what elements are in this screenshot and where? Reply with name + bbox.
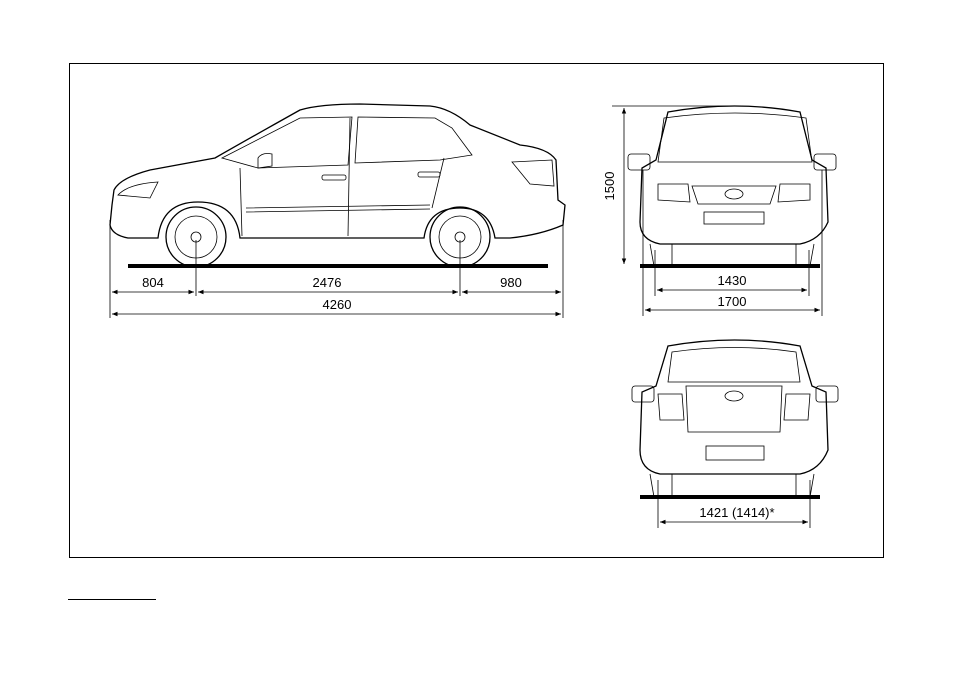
wheelbase-label: 2476 bbox=[313, 275, 342, 290]
rear-right-lamp bbox=[784, 394, 810, 420]
rear-dimensions: 1421 (1414)* bbox=[658, 480, 810, 528]
left-mirror bbox=[628, 154, 650, 170]
rear-overhang-label: 980 bbox=[500, 275, 522, 290]
rear-left-lamp bbox=[658, 394, 684, 420]
headlight bbox=[118, 182, 158, 198]
side-view-car bbox=[110, 104, 565, 267]
front-right-headlight bbox=[778, 184, 810, 202]
trunk-lid bbox=[686, 386, 782, 432]
side-mirror bbox=[258, 154, 272, 169]
footnote-rule bbox=[68, 599, 156, 600]
side-body-outline bbox=[110, 104, 565, 238]
front-track-label: 1430 bbox=[718, 273, 747, 288]
side-windows bbox=[222, 117, 472, 168]
front-overhang-label: 804 bbox=[142, 275, 164, 290]
height-label: 1500 bbox=[602, 172, 617, 201]
front-wheels bbox=[650, 244, 814, 266]
front-view-car bbox=[628, 106, 836, 266]
rear-track-label: 1421 (1414)* bbox=[699, 505, 774, 520]
rear-door-handle bbox=[418, 172, 440, 177]
rear-plate bbox=[706, 446, 764, 460]
rear-window bbox=[668, 348, 800, 383]
front-dimensions: 1500 1430 1700 bbox=[602, 106, 822, 316]
taillight bbox=[512, 160, 554, 186]
front-door-handle bbox=[322, 175, 346, 180]
front-logo bbox=[725, 189, 743, 199]
front-body-outline bbox=[640, 106, 828, 244]
rear-body-outline bbox=[640, 340, 828, 474]
rear-wheels bbox=[650, 474, 814, 497]
overall-width-label: 1700 bbox=[718, 294, 747, 309]
rear-logo bbox=[725, 391, 743, 401]
overall-length-label: 4260 bbox=[323, 297, 352, 312]
front-left-headlight bbox=[658, 184, 690, 202]
rear-right-mirror bbox=[816, 386, 838, 402]
side-doors bbox=[240, 118, 444, 236]
front-plate bbox=[704, 212, 764, 224]
rear-view-car bbox=[632, 340, 838, 497]
windshield bbox=[658, 113, 812, 162]
side-dimensions: 804 2476 980 4260 bbox=[110, 220, 563, 318]
